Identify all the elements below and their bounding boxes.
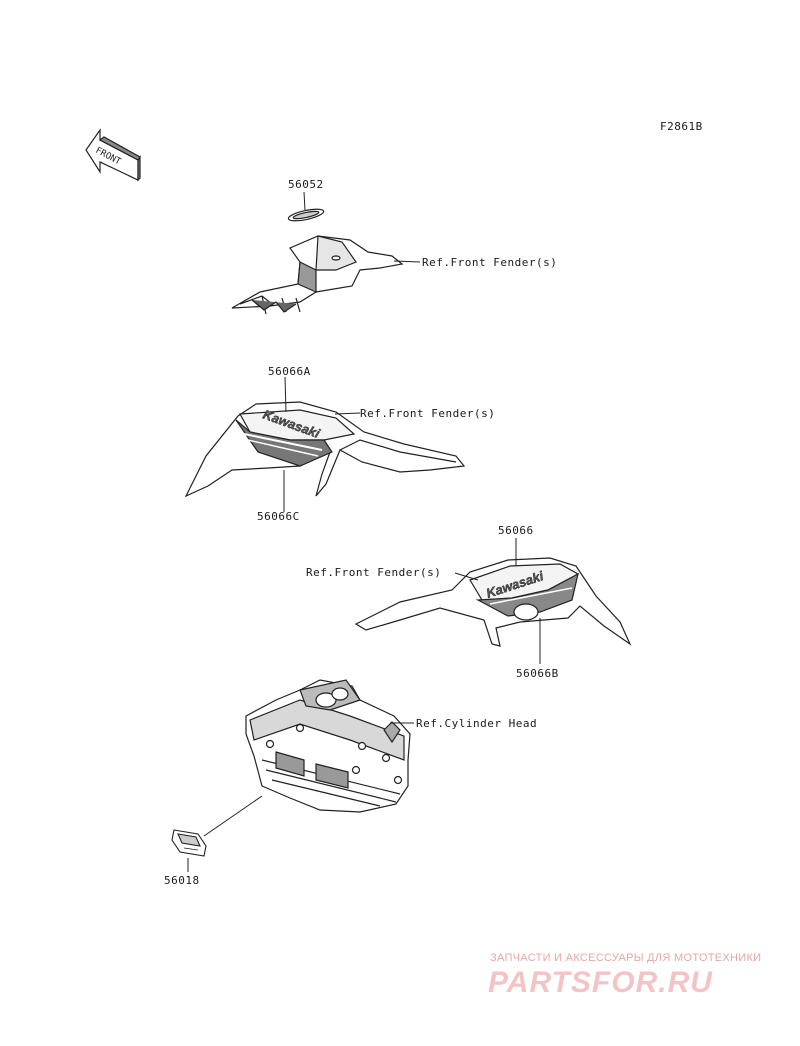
ref-front-fender-2[interactable]: Ref.Front Fender(s) bbox=[360, 407, 496, 420]
front-arrow-icon bbox=[85, 128, 141, 182]
ref-front-fender-3[interactable]: Ref.Front Fender(s) bbox=[306, 566, 442, 579]
watermark-subtitle: ЗАПЧАСТИ И АКСЕССУАРЫ ДЛЯ МОТОТЕХНИКИ bbox=[490, 952, 762, 964]
part-number-56066B[interactable]: 56066B bbox=[516, 667, 559, 680]
front-fender-part-3 bbox=[354, 557, 632, 647]
ref-cylinder-head[interactable]: Ref.Cylinder Head bbox=[416, 717, 538, 730]
part-number-56066[interactable]: 56066 bbox=[498, 524, 534, 537]
watermark-logo: PARTSFOR.RU bbox=[488, 966, 713, 999]
decal-56052-shape bbox=[287, 208, 325, 222]
part-number-56066C[interactable]: 56066C bbox=[257, 510, 300, 523]
diagram-code: F2861B bbox=[660, 120, 703, 133]
part-number-56052[interactable]: 56052 bbox=[288, 178, 324, 191]
cylinder-head-part bbox=[245, 679, 411, 813]
part-number-56018[interactable]: 56018 bbox=[164, 874, 200, 887]
part-number-56066A[interactable]: 56066A bbox=[268, 365, 311, 378]
front-fender-part-1 bbox=[231, 235, 404, 315]
ref-front-fender-1[interactable]: Ref.Front Fender(s) bbox=[422, 256, 558, 269]
front-fender-part-2 bbox=[184, 401, 466, 498]
label-56018-shape bbox=[171, 829, 207, 857]
